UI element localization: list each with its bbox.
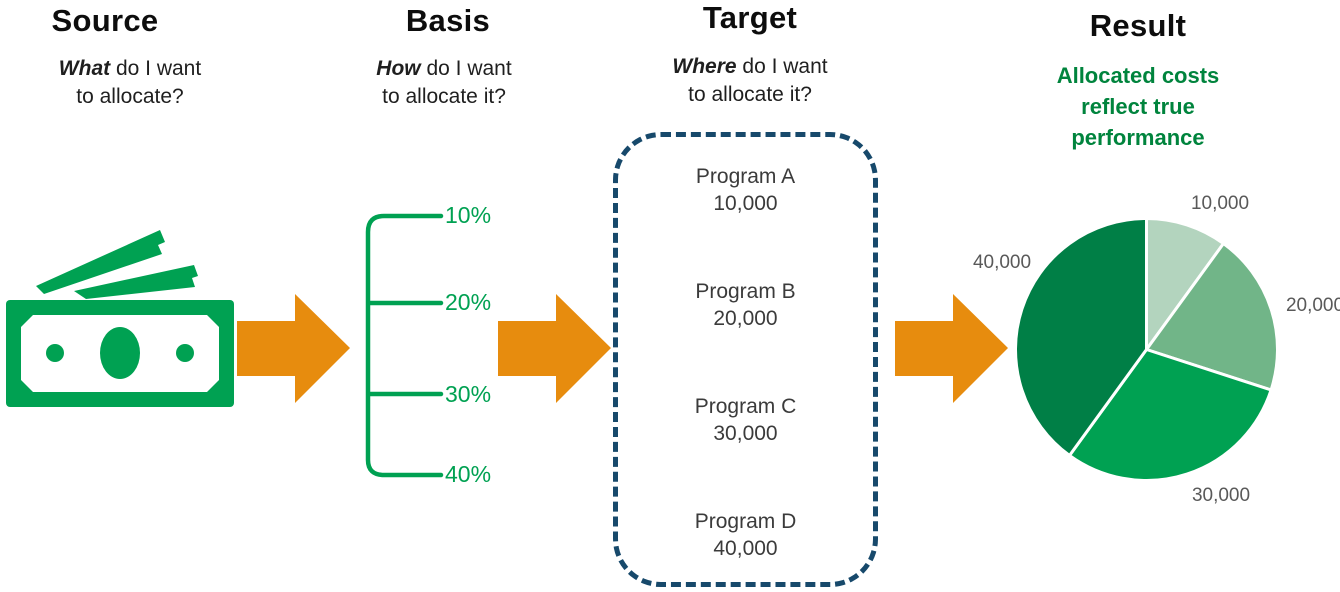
arrow-icon-target-to-result bbox=[895, 294, 1008, 403]
percent-label-2: 20% bbox=[445, 289, 492, 315]
money-icon bbox=[6, 230, 234, 407]
question-line1: Where do I want bbox=[650, 53, 850, 81]
question-keyword: Where bbox=[672, 55, 737, 78]
question-keyword: What bbox=[58, 57, 111, 80]
arrow-icon-basis-to-target bbox=[498, 294, 611, 403]
column-title-result: Result bbox=[1089, 8, 1187, 43]
pie-slice-40,000 bbox=[1014, 217, 1148, 457]
program-entry: Program D 40,000 bbox=[695, 508, 797, 562]
column-title-basis: Basis bbox=[405, 3, 491, 38]
target-dashed-box: Program A 10,000 Program B 20,000 Progra… bbox=[613, 132, 878, 587]
question-line2: to allocate? bbox=[76, 85, 184, 108]
question-line1: How do I want bbox=[344, 55, 544, 83]
pie-slice-20,000 bbox=[1145, 242, 1279, 392]
pie-slice-30,000 bbox=[1068, 348, 1273, 482]
program-name: Program C bbox=[694, 395, 797, 418]
program-value: 10,000 bbox=[713, 192, 778, 215]
result-subtitle: Allocated costs reflect true performance bbox=[1056, 63, 1220, 150]
program-entry: Program A 10,000 bbox=[696, 163, 795, 217]
target-question: Where do I want to allocate it? bbox=[650, 53, 850, 109]
pie-chart bbox=[1014, 217, 1279, 482]
question-line2: to allocate it? bbox=[688, 83, 812, 106]
question-text: do I want bbox=[420, 57, 512, 80]
question-text: do I want bbox=[736, 55, 828, 78]
question-line2: to allocate it? bbox=[382, 85, 506, 108]
program-entry: Program B 20,000 bbox=[695, 278, 795, 332]
pie-label-10k: 10,000 bbox=[1190, 193, 1250, 214]
question-keyword: How bbox=[376, 57, 421, 80]
basis-question: How do I want to allocate it? bbox=[344, 55, 544, 111]
program-name: Program A bbox=[695, 165, 796, 188]
arrow-icon-source-to-basis bbox=[237, 294, 350, 403]
program-value: 20,000 bbox=[713, 307, 778, 330]
percent-label-3: 30% bbox=[445, 381, 492, 407]
pie-label-30k: 30,000 bbox=[1191, 485, 1251, 506]
percent-label-4: 40% bbox=[445, 461, 492, 487]
question-line1: What do I want bbox=[30, 55, 230, 83]
program-name: Program B bbox=[695, 280, 796, 303]
pie-slice-10,000 bbox=[1145, 217, 1225, 351]
column-title-source: Source bbox=[51, 3, 159, 38]
source-question: What do I want to allocate? bbox=[30, 55, 230, 111]
percent-label-1: 10% bbox=[445, 202, 492, 228]
allocation-bracket-icon bbox=[365, 213, 444, 478]
program-name: Program D bbox=[694, 510, 797, 533]
question-text: do I want bbox=[110, 57, 202, 80]
program-value: 30,000 bbox=[713, 422, 778, 445]
program-entry: Program C 30,000 bbox=[695, 393, 797, 447]
column-title-target: Target bbox=[702, 0, 798, 35]
pie-label-40k: 40,000 bbox=[972, 252, 1032, 273]
program-value: 40,000 bbox=[713, 537, 778, 560]
pie-label-20k: 20,000 bbox=[1285, 295, 1340, 316]
